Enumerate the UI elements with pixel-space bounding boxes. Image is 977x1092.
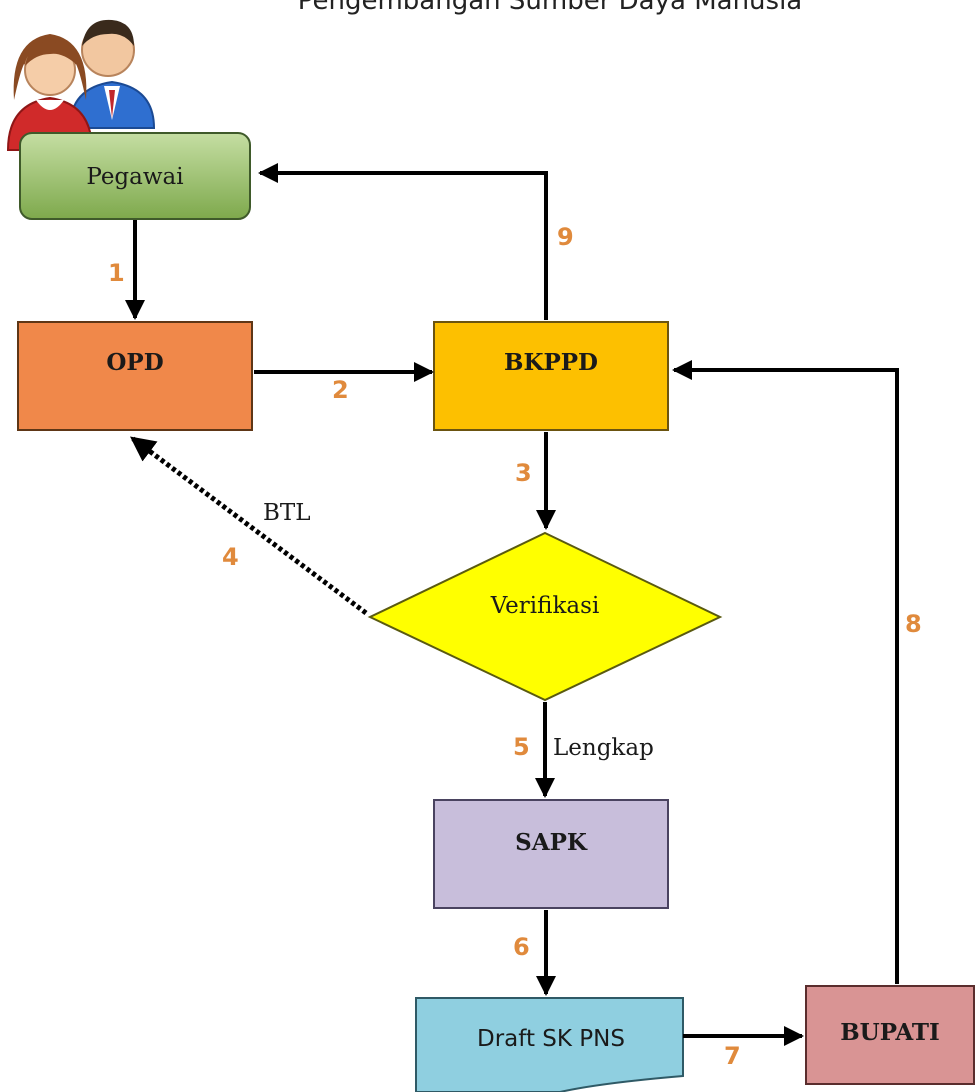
node-pegawai-label: Pegawai	[86, 164, 183, 190]
node-opd-label: OPD	[106, 349, 163, 376]
step-3: 3	[515, 459, 532, 487]
node-verifikasi: Verifikasi	[367, 531, 723, 702]
edge-4	[129, 435, 368, 616]
node-draft-sk-pns: Draft SK PNS	[415, 997, 684, 1092]
step-9: 9	[557, 223, 574, 251]
step-7: 7	[724, 1042, 741, 1070]
step-2: 2	[332, 376, 349, 404]
node-bupati: BUPATI	[805, 985, 975, 1085]
node-pegawai: Pegawai	[19, 132, 251, 220]
edge-8	[672, 360, 899, 984]
node-sapk: SAPK	[433, 799, 669, 909]
step-8: 8	[905, 610, 922, 638]
node-draft-label: Draft SK PNS	[477, 1026, 625, 1052]
step-1: 1	[108, 259, 125, 287]
node-verifikasi-label: Verifikasi	[490, 593, 600, 619]
node-sapk-label: SAPK	[515, 829, 588, 856]
edge-label-lengkap: Lengkap	[553, 735, 654, 761]
step-numbers: 1 2 3 4 5 6 7 8 9	[108, 223, 922, 1070]
node-bupati-label: BUPATI	[840, 1019, 940, 1046]
connectors	[125, 163, 899, 1046]
step-5: 5	[513, 733, 530, 761]
page-title: Pengembangan Sumber Daya Manusia	[297, 0, 803, 16]
step-6: 6	[513, 933, 530, 961]
step-4: 4	[222, 543, 239, 571]
node-bkppd: BKPPD	[433, 321, 669, 431]
edge-9	[258, 163, 548, 320]
node-bkppd-label: BKPPD	[504, 349, 598, 376]
edge-label-btl: BTL	[263, 500, 311, 526]
node-opd: OPD	[17, 321, 253, 431]
employees-icon	[6, 19, 156, 151]
